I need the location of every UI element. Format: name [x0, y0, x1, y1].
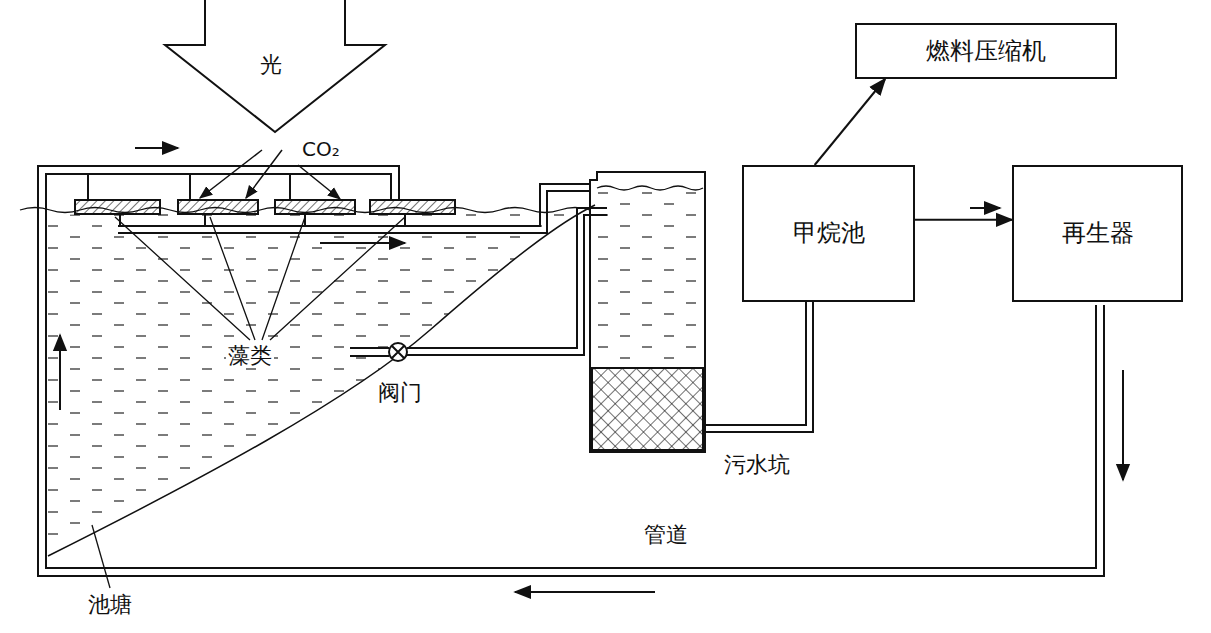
flow-connector: [915, 219, 1012, 221]
part-label: 池塘: [86, 592, 134, 617]
process-box: 甲烷池: [742, 165, 915, 302]
part-label: CO₂: [300, 138, 342, 161]
box-label: 再生器: [1056, 219, 1140, 248]
process-box: 再生器: [1012, 165, 1183, 302]
part-label: 管道: [642, 522, 690, 547]
part-label: 阀门: [376, 380, 424, 405]
part-label: 藻类: [226, 343, 274, 368]
part-label: 光: [258, 52, 284, 77]
part-label: 污水坑: [722, 452, 792, 477]
box-label: 甲烷池: [787, 219, 871, 248]
process-box: 燃料压缩机: [855, 23, 1117, 79]
box-label: 燃料压缩机: [920, 37, 1052, 66]
flow-connector: [815, 79, 885, 165]
